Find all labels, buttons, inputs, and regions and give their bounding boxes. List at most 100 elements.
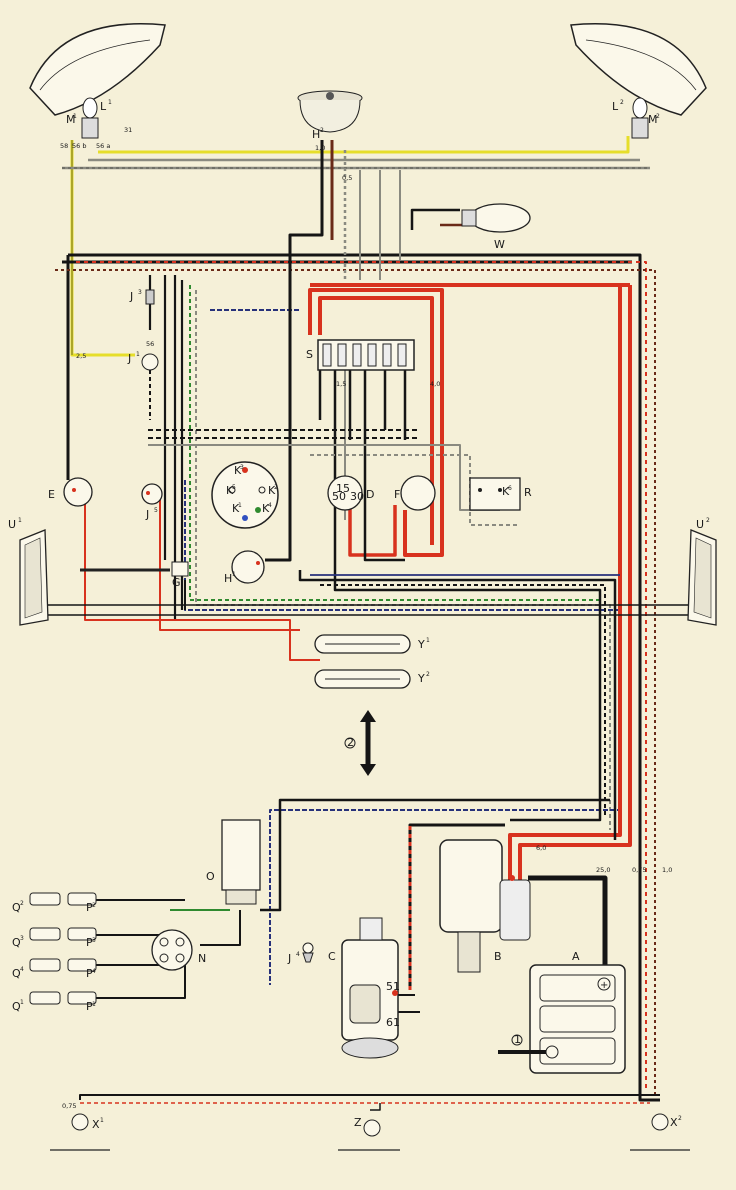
svg-text:U: U (696, 518, 704, 531)
fuse-y2 (314, 669, 411, 689)
svg-text:O: O (206, 870, 215, 883)
svg-text:0,75: 0,75 (62, 1102, 76, 1110)
svg-text:H: H (312, 128, 320, 141)
svg-text:3: 3 (20, 935, 24, 942)
svg-text:P: P (86, 936, 93, 949)
svg-text:+: + (600, 980, 608, 991)
ignition-coil (221, 819, 261, 905)
svg-text:1: 1 (20, 999, 24, 1006)
svg-text:P: P (86, 967, 93, 980)
switch-d (327, 475, 363, 511)
svg-text:2: 2 (20, 900, 24, 907)
wire-red-power (308, 285, 632, 880)
spark-plugs (29, 892, 97, 1005)
turn-signal-right (687, 529, 717, 626)
label-l2: L (612, 100, 619, 113)
svg-text:K: K (226, 484, 234, 497)
svg-text:G: G (172, 576, 181, 589)
svg-text:1,0: 1,0 (315, 144, 325, 152)
svg-text:61: 61 (386, 1016, 400, 1029)
svg-text:2: 2 (347, 736, 354, 749)
svg-text:X: X (670, 1116, 678, 1129)
svg-text:H: H (224, 572, 232, 585)
starter (439, 839, 531, 973)
svg-text:D: D (366, 488, 374, 501)
svg-text:3: 3 (138, 289, 142, 296)
distributor (151, 929, 193, 971)
svg-text:N: N (198, 952, 206, 965)
fusebox (317, 339, 415, 371)
svg-text:4,0: 4,0 (430, 380, 440, 388)
regulator-r (469, 477, 521, 511)
horn (297, 90, 363, 133)
svg-text:B: B (494, 950, 502, 963)
svg-text:3: 3 (240, 464, 244, 471)
svg-text:58: 58 (60, 142, 68, 150)
svg-text:J: J (127, 352, 131, 365)
fuse-y1 (314, 634, 411, 654)
svg-text:1: 1 (514, 1033, 521, 1046)
svg-text:56: 56 (146, 340, 154, 348)
svg-text:2: 2 (274, 484, 278, 491)
svg-text:E: E (48, 488, 55, 501)
svg-text:1: 1 (426, 637, 430, 644)
svg-text:1: 1 (108, 99, 112, 106)
svg-text:C: C (328, 950, 336, 963)
headlight-right (570, 23, 707, 139)
svg-text:K: K (232, 502, 240, 515)
direction-arrow (344, 710, 376, 776)
svg-text:J: J (129, 290, 133, 303)
speedometer-cluster (211, 461, 279, 529)
svg-text:2: 2 (620, 99, 624, 106)
svg-text:2: 2 (678, 1115, 682, 1122)
tail-light-left (50, 1113, 110, 1151)
svg-text:S: S (306, 348, 313, 361)
tail-light-right (630, 1113, 690, 1151)
light-switch-e (63, 477, 93, 507)
svg-text:51: 51 (386, 980, 400, 993)
svg-text:2: 2 (656, 113, 660, 120)
svg-text:3: 3 (92, 937, 96, 944)
svg-text:1: 1 (18, 517, 22, 524)
svg-text:M: M (648, 113, 658, 126)
svg-text:25,0: 25,0 (596, 866, 610, 874)
svg-text:P: P (86, 901, 93, 914)
battery: + (498, 964, 626, 1074)
dimmer-j1 (141, 353, 159, 420)
generator (341, 917, 399, 1059)
svg-text:K: K (268, 484, 276, 497)
horn-button (80, 561, 189, 577)
svg-text:4: 4 (92, 968, 96, 975)
wiper-motor (461, 203, 531, 233)
svg-text:1: 1 (238, 502, 242, 509)
svg-text:J: J (145, 508, 149, 521)
svg-text:M: M (66, 113, 76, 126)
label-l1: L (100, 100, 107, 113)
svg-text:1: 1 (136, 351, 140, 358)
svg-text:K: K (262, 502, 270, 515)
svg-text:Y: Y (417, 638, 425, 651)
svg-text:2,5: 2,5 (76, 352, 86, 360)
svg-text:J: J (287, 952, 291, 965)
svg-text:56 b: 56 b (72, 142, 86, 150)
svg-text:50: 50 (332, 490, 346, 503)
svg-text:6,0: 6,0 (536, 844, 546, 852)
svg-text:Q: Q (12, 1000, 21, 1013)
svg-text:Q: Q (12, 967, 21, 980)
svg-text:Q: Q (12, 901, 21, 914)
svg-text:15: 15 (336, 482, 350, 495)
svg-text:30: 30 (350, 490, 364, 503)
svg-text:A: A (572, 950, 580, 963)
svg-text:5: 5 (232, 484, 236, 491)
svg-text:0,75: 0,75 (632, 866, 646, 874)
svg-text:4: 4 (296, 951, 300, 958)
switch-f (400, 475, 436, 511)
svg-text:56 a: 56 a (96, 142, 110, 150)
horn-ring (231, 550, 265, 584)
wire-gauge-labels: 58 56 b 56 a 31 1,0 0,5 2,5 56 1,5 4,0 6… (60, 126, 672, 1110)
svg-text:1: 1 (232, 571, 236, 578)
svg-text:1,5: 1,5 (336, 380, 346, 388)
svg-text:W: W (494, 238, 505, 251)
svg-text:5: 5 (154, 507, 158, 514)
